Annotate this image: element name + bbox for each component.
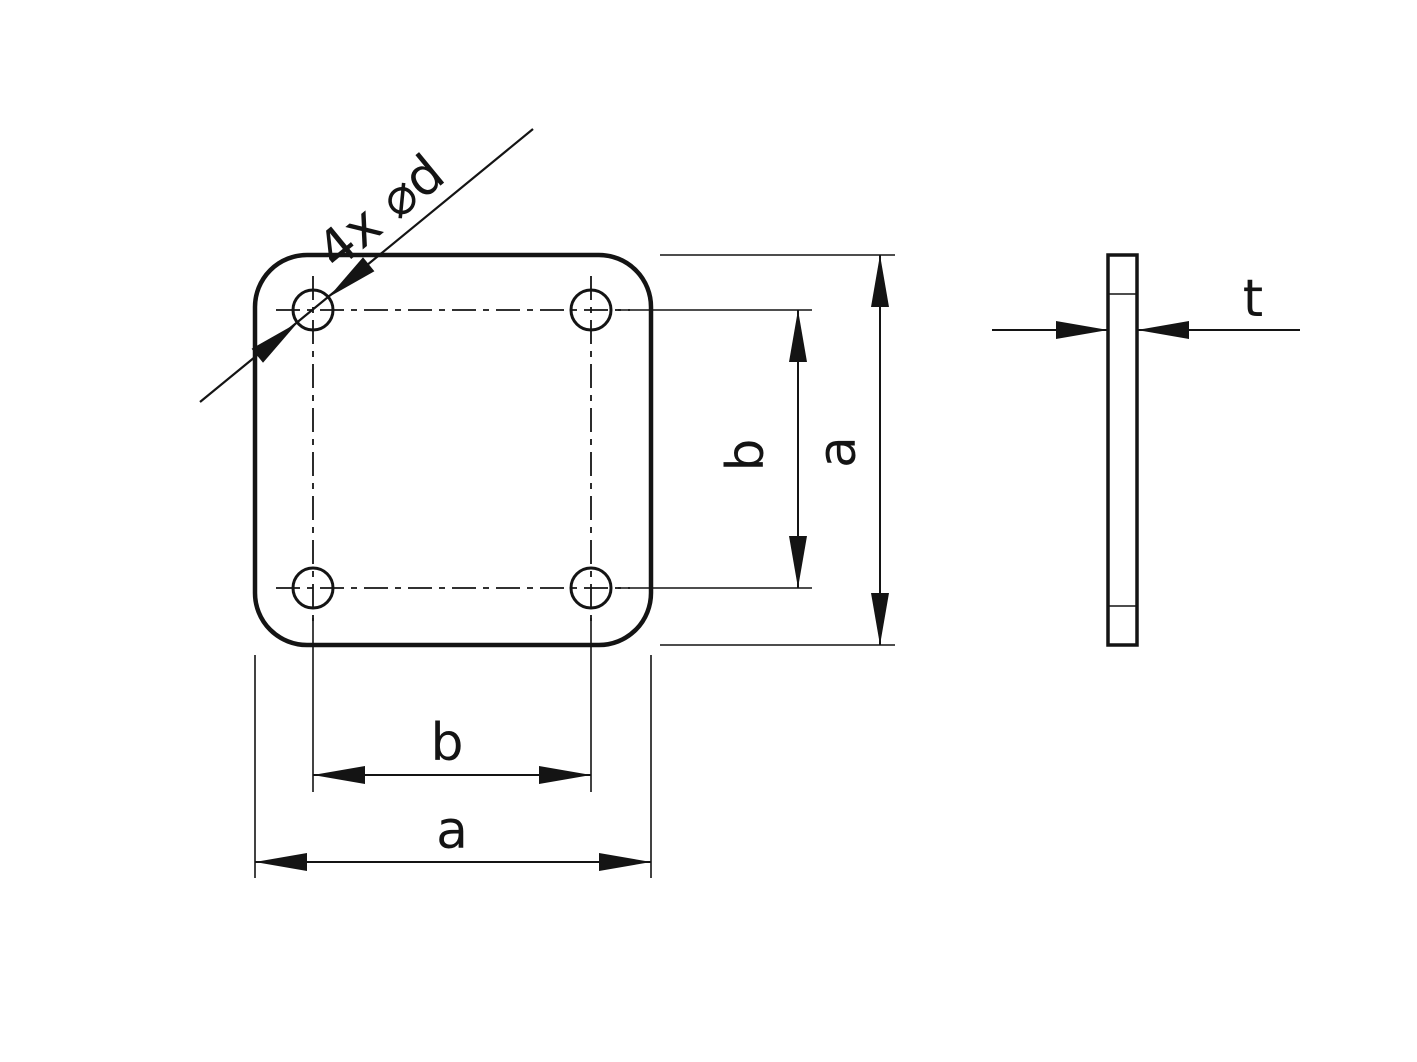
arrowhead-right: [539, 766, 591, 784]
hole-callout-label: 4x ⌀d: [306, 143, 456, 281]
hole-callout-leader: 4x ⌀d: [199, 128, 534, 403]
dimension-b-horizontal-label: b: [430, 713, 463, 773]
dimension-thickness-label: t: [1243, 269, 1263, 329]
arrowhead-left: [1137, 321, 1189, 339]
dimension-a-vertical-label: a: [808, 436, 868, 468]
arrowhead-right: [1056, 321, 1108, 339]
side-view: t: [992, 253, 1300, 647]
arrowhead-up: [871, 255, 889, 307]
plate-side-outline: [1106, 253, 1139, 647]
arrowhead-down: [871, 593, 889, 645]
dimension-a-horizontal: a: [254, 655, 652, 878]
arrowhead-left: [255, 853, 307, 871]
plate-outline: [252, 252, 654, 648]
holes: [291, 288, 613, 610]
hole-bottom-left: [291, 566, 335, 610]
dimension-b-horizontal: b: [312, 618, 592, 792]
dimension-a-horizontal-label: a: [436, 801, 468, 861]
leader-arrowhead-lower: [251, 322, 298, 363]
dimension-thickness: t: [992, 269, 1300, 339]
arrowhead-up: [789, 310, 807, 362]
arrowhead-down: [789, 536, 807, 588]
dimension-b-vertical-label: b: [716, 438, 776, 471]
dimension-b-vertical: b: [618, 309, 812, 589]
front-view: 4x ⌀d b a: [199, 128, 895, 878]
hole-top-right: [569, 288, 613, 332]
leader-arrowhead-upper: [328, 257, 375, 298]
hole-top-left: [291, 288, 335, 332]
dimension-a-vertical: a: [660, 254, 895, 646]
arrowhead-left: [313, 766, 365, 784]
hole-bottom-right: [569, 566, 613, 610]
arrowhead-right: [599, 853, 651, 871]
